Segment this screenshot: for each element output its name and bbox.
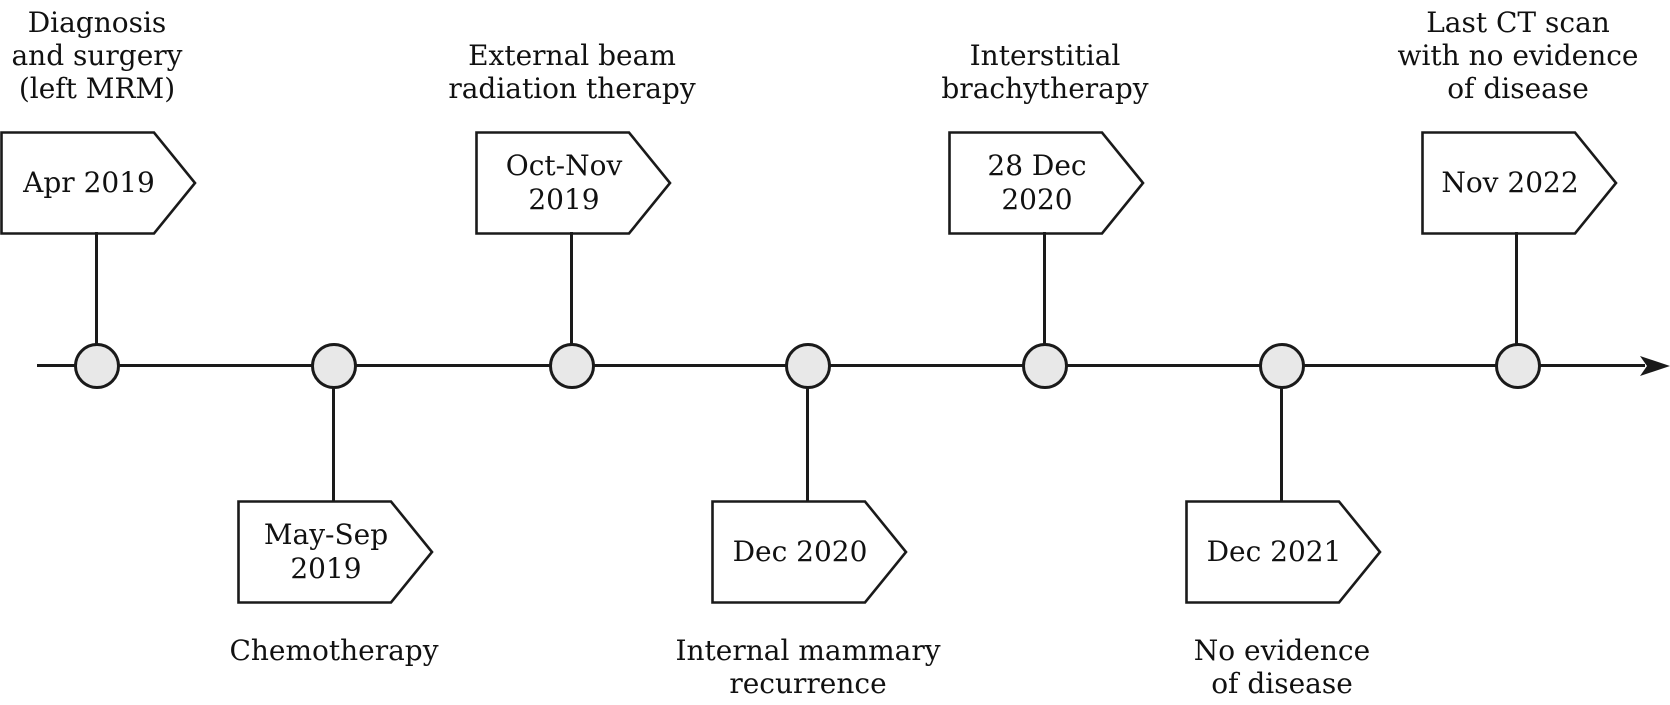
date-flag-dec-2020: Dec 2020 bbox=[711, 500, 908, 604]
connector-line bbox=[1515, 232, 1518, 345]
date-flag-apr-2019: Apr 2019 bbox=[0, 131, 197, 235]
date-text: 28 Dec 2020 bbox=[987, 149, 1087, 216]
date-text: May-Sep 2019 bbox=[263, 518, 389, 585]
timeline-axis bbox=[37, 364, 1645, 367]
date-text: Apr 2019 bbox=[23, 166, 155, 199]
date-flag-oct-nov-2019: Oct-Nov 2019 bbox=[475, 131, 672, 235]
date-text: Dec 2020 bbox=[732, 535, 868, 568]
event-label-chemotherapy: Chemotherapy bbox=[154, 634, 514, 667]
flag-shape bbox=[711, 500, 908, 604]
event-label-brachytherapy: Interstitial brachytherapy bbox=[865, 0, 1225, 105]
flag-shape bbox=[948, 131, 1145, 235]
date-flag-may-sep-2019: May-Sep 2019 bbox=[237, 500, 434, 604]
event-label-text: Diagnosis and surgery (left MRM) bbox=[11, 6, 183, 105]
event-label-no-evidence-of-disease: No evidence of disease bbox=[1102, 634, 1462, 700]
date-text: Nov 2022 bbox=[1441, 166, 1579, 199]
connector-line bbox=[1280, 388, 1283, 502]
connector-line bbox=[570, 232, 573, 345]
flag-shape bbox=[1185, 500, 1382, 604]
event-label-text: No evidence of disease bbox=[1193, 634, 1371, 700]
event-label-text: External beam radiation therapy bbox=[448, 39, 696, 105]
flag-shape bbox=[0, 131, 197, 235]
event-label-text: Chemotherapy bbox=[229, 634, 439, 667]
event-label-ebrt: External beam radiation therapy bbox=[392, 0, 752, 105]
timeline-node bbox=[1495, 343, 1541, 389]
date-flag-28-dec-2020: 28 Dec 2020 bbox=[948, 131, 1145, 235]
date-flag-nov-2022: Nov 2022 bbox=[1421, 131, 1618, 235]
connector-line bbox=[1043, 232, 1046, 345]
timeline-node bbox=[74, 343, 120, 389]
timeline-node bbox=[549, 343, 595, 389]
flag-shape bbox=[475, 131, 672, 235]
event-label-text: Last CT scan with no evidence of disease bbox=[1397, 6, 1639, 105]
date-text: Dec 2021 bbox=[1206, 535, 1342, 568]
timeline-node bbox=[1022, 343, 1068, 389]
date-text: Oct-Nov 2019 bbox=[505, 149, 623, 216]
timeline-node bbox=[1259, 343, 1305, 389]
flag-shape bbox=[237, 500, 434, 604]
connector-line bbox=[332, 388, 335, 502]
event-label-internal-mammary-recurrence: Internal mammary recurrence bbox=[628, 634, 988, 700]
event-label-diagnosis-surgery: Diagnosis and surgery (left MRM) bbox=[0, 0, 277, 105]
timeline-node bbox=[785, 343, 831, 389]
flag-shape bbox=[1421, 131, 1618, 235]
arrowhead-icon bbox=[1640, 356, 1670, 376]
connector-line bbox=[95, 232, 98, 345]
event-label-text: Internal mammary recurrence bbox=[675, 634, 941, 700]
event-label-last-ct-scan: Last CT scan with no evidence of disease bbox=[1338, 0, 1670, 105]
date-flag-dec-2021: Dec 2021 bbox=[1185, 500, 1382, 604]
timeline-node bbox=[311, 343, 357, 389]
connector-line bbox=[806, 388, 809, 502]
event-label-text: Interstitial brachytherapy bbox=[941, 39, 1149, 105]
